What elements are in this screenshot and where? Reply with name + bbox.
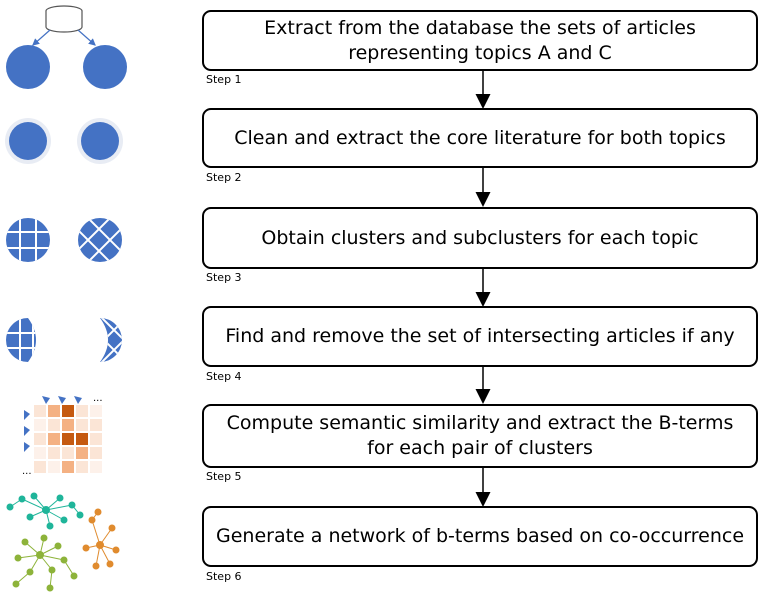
step-6-box: Generate a network of b-terms based on c… <box>202 506 758 567</box>
matrix-cell <box>62 447 74 459</box>
step-1-box: Extract from the database the sets of ar… <box>202 10 758 71</box>
matrix-cell <box>90 461 102 473</box>
matrix-cell <box>34 447 46 459</box>
step-1-label: Step 1 <box>206 73 242 86</box>
step-2-label: Step 2 <box>206 171 242 184</box>
step-2-box: Clean and extract the core literature fo… <box>202 108 758 168</box>
matrix-cell <box>62 419 74 431</box>
step-5-box: Compute semantic similarity and extract … <box>202 404 758 468</box>
matrix-cell <box>76 447 88 459</box>
intersect-removed-icon <box>6 318 122 362</box>
step-4-label: Step 4 <box>206 370 242 383</box>
matrix-cell <box>34 419 46 431</box>
matrix-ellipsis-top: ... <box>93 393 103 404</box>
database-split-icon <box>6 5 127 89</box>
step-6-text: Generate a network of b-terms based on c… <box>215 525 745 547</box>
matrix-cell <box>76 405 88 417</box>
matrix-cell <box>48 433 60 445</box>
step-4-text: Find and remove the set of intersecting … <box>225 325 735 347</box>
step-1-text: Extract from the database the sets of ar… <box>264 16 696 64</box>
step-5-text: Compute semantic similarity and extract … <box>226 412 734 459</box>
step-3-text: Obtain clusters and subclusters for each… <box>261 226 699 249</box>
matrix-cell <box>48 405 60 417</box>
matrix-ellipsis-left: ... <box>22 466 32 477</box>
matrix-cell <box>34 405 46 417</box>
matrix-cell <box>62 433 74 445</box>
matrix-cell <box>90 405 102 417</box>
step-3-box: Obtain clusters and subclusters for each… <box>202 207 758 269</box>
matrix-cell <box>76 461 88 473</box>
step-4-box: Find and remove the set of intersecting … <box>202 306 758 367</box>
step-5-label: Step 5 <box>206 470 242 483</box>
matrix-cell <box>48 419 60 431</box>
matrix-cell <box>62 461 74 473</box>
network-graph-icon <box>6 492 120 592</box>
matrix-cell <box>76 419 88 431</box>
step-2-text: Clean and extract the core literature fo… <box>234 126 726 149</box>
clean-circles-icon <box>5 118 123 164</box>
matrix-cell <box>62 405 74 417</box>
matrix-cell <box>48 461 60 473</box>
similarity-matrix-icon: ... ... <box>22 393 103 477</box>
matrix-cell <box>34 433 46 445</box>
matrix-cell <box>48 447 60 459</box>
step-3-label: Step 3 <box>206 271 242 284</box>
icon-column: ... ... <box>0 0 140 597</box>
matrix-cell <box>90 419 102 431</box>
step-6-label: Step 6 <box>206 570 242 583</box>
matrix-cell <box>90 433 102 445</box>
matrix-cell <box>76 433 88 445</box>
matrix-cell <box>90 447 102 459</box>
matrix-cell <box>34 461 46 473</box>
